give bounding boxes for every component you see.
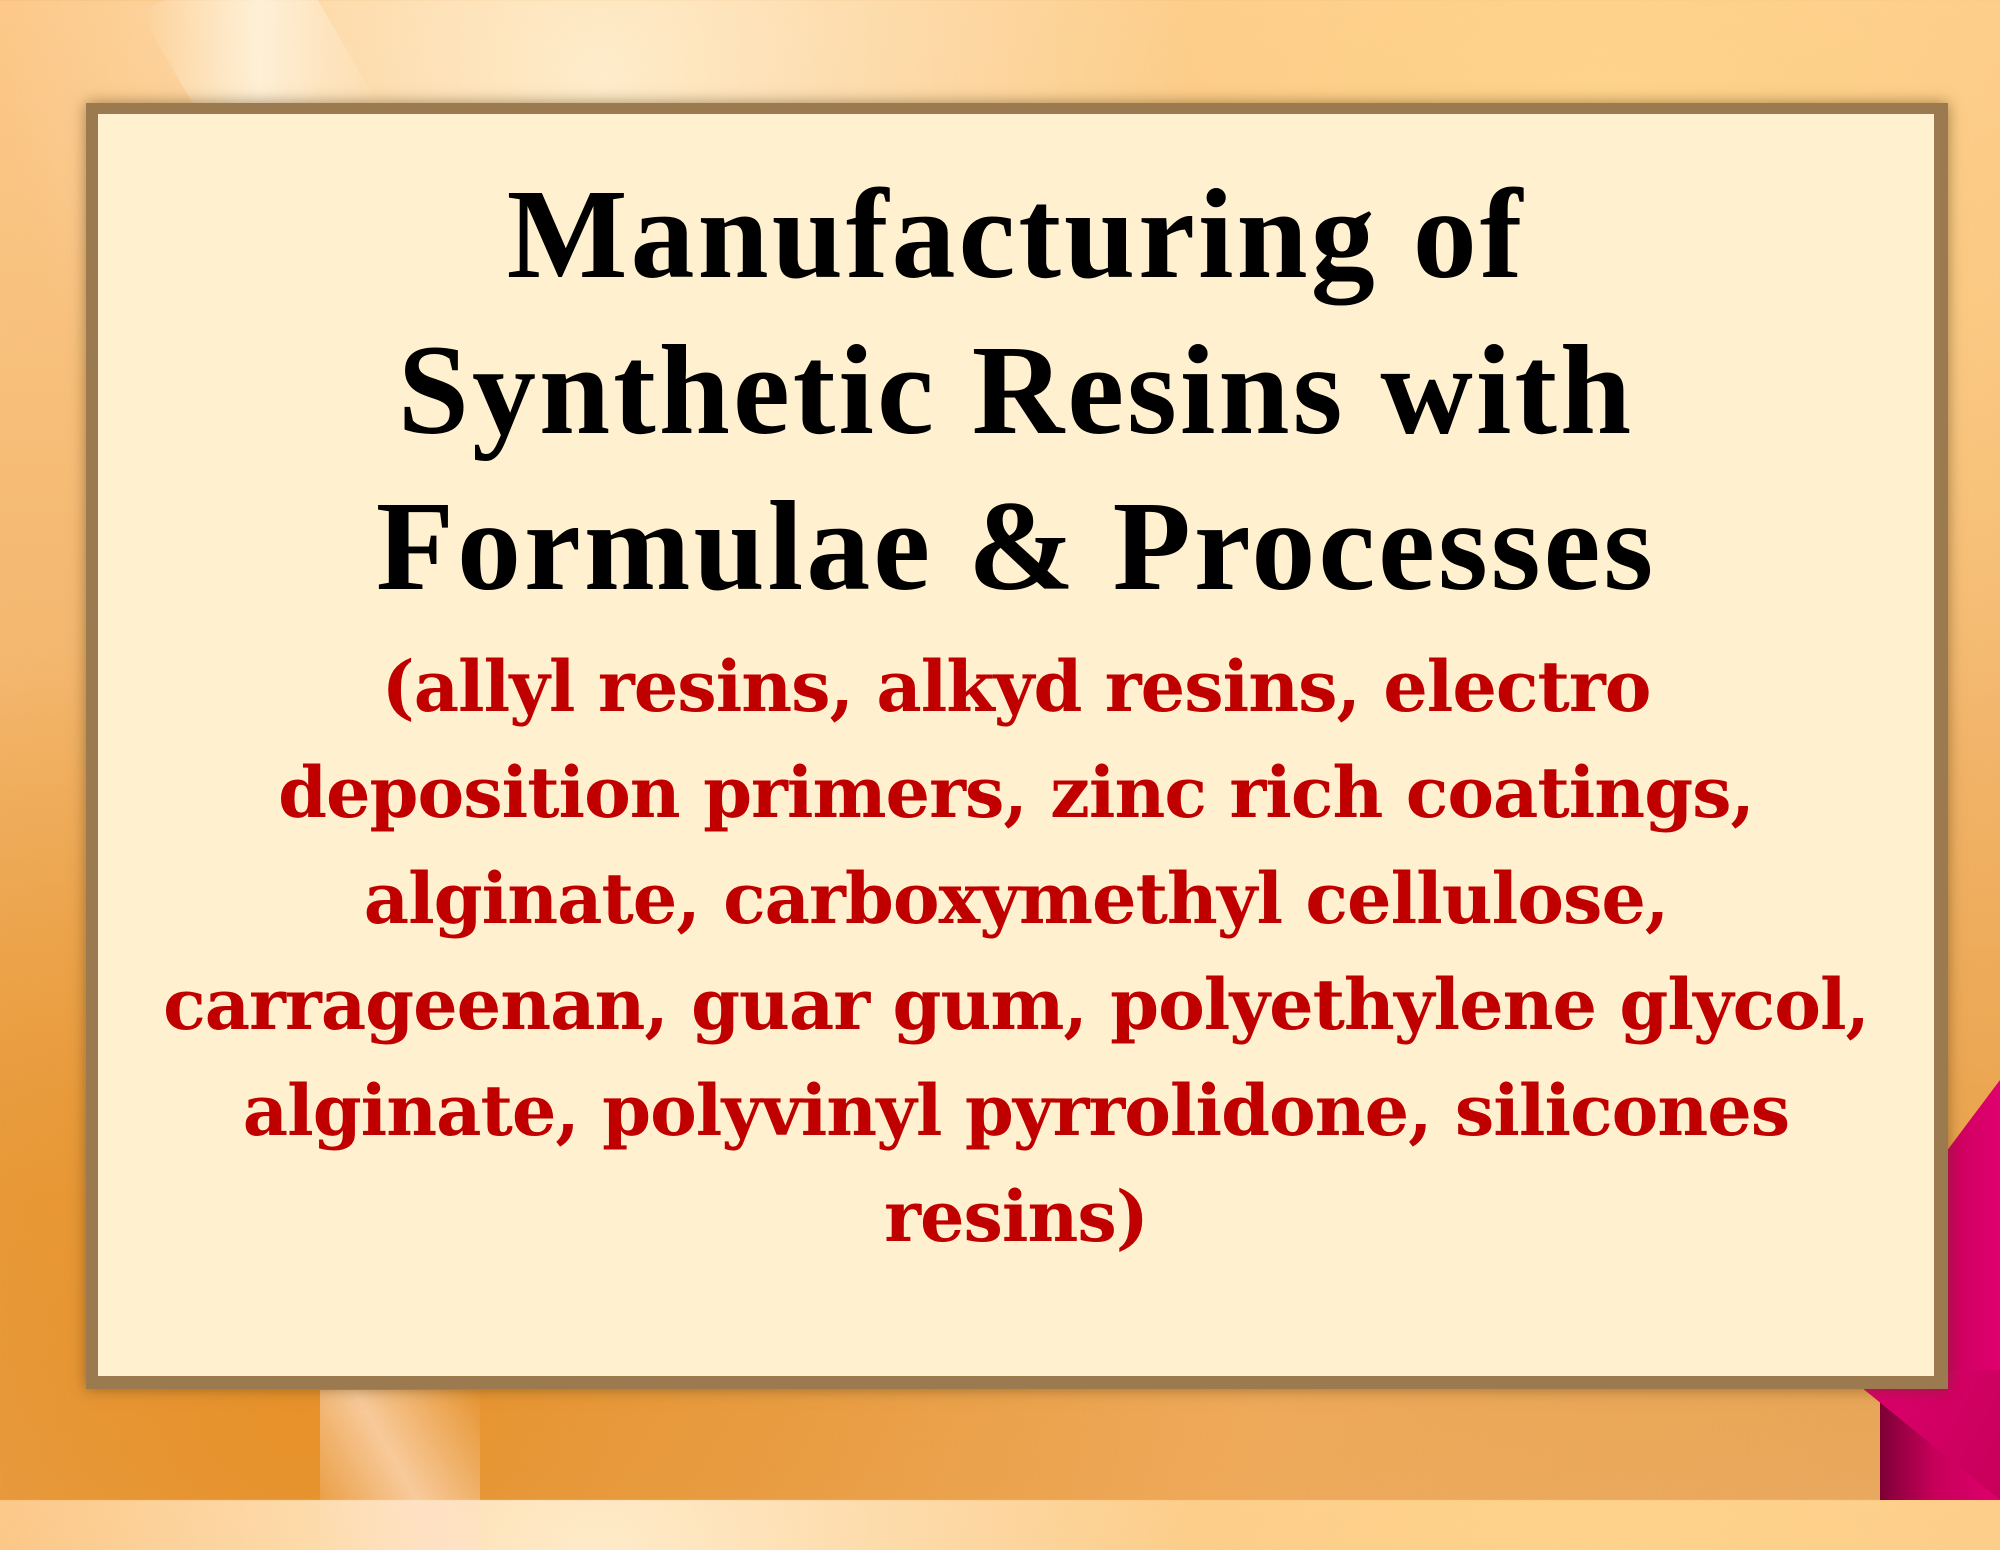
title-line: Formulae & Processes xyxy=(375,475,1657,617)
subtitle-line: (allyl resins, alkyd resins, electro xyxy=(381,645,1652,728)
title-line: Synthetic Resins with xyxy=(397,319,1635,461)
slide-title: Manufacturing of Synthetic Resins with F… xyxy=(376,156,1656,624)
subtitle-line: carrageenan, guar gum, polyethylene glyc… xyxy=(163,963,1870,1046)
title-line: Manufacturing of xyxy=(506,163,1526,305)
subtitle-line: deposition primers, zinc rich coatings, xyxy=(278,751,1755,834)
title-card: Manufacturing of Synthetic Resins with F… xyxy=(98,114,1934,1376)
subtitle-line: alginate, carboxymethyl cellulose, xyxy=(363,857,1670,940)
slide-subtitle: (allyl resins, alkyd resins, electro dep… xyxy=(163,634,1870,1270)
background-light-streak xyxy=(320,1390,480,1550)
subtitle-line: resins) xyxy=(884,1175,1149,1258)
subtitle-line: alginate, polyvinyl pyrrolidone, silicon… xyxy=(242,1069,1790,1152)
